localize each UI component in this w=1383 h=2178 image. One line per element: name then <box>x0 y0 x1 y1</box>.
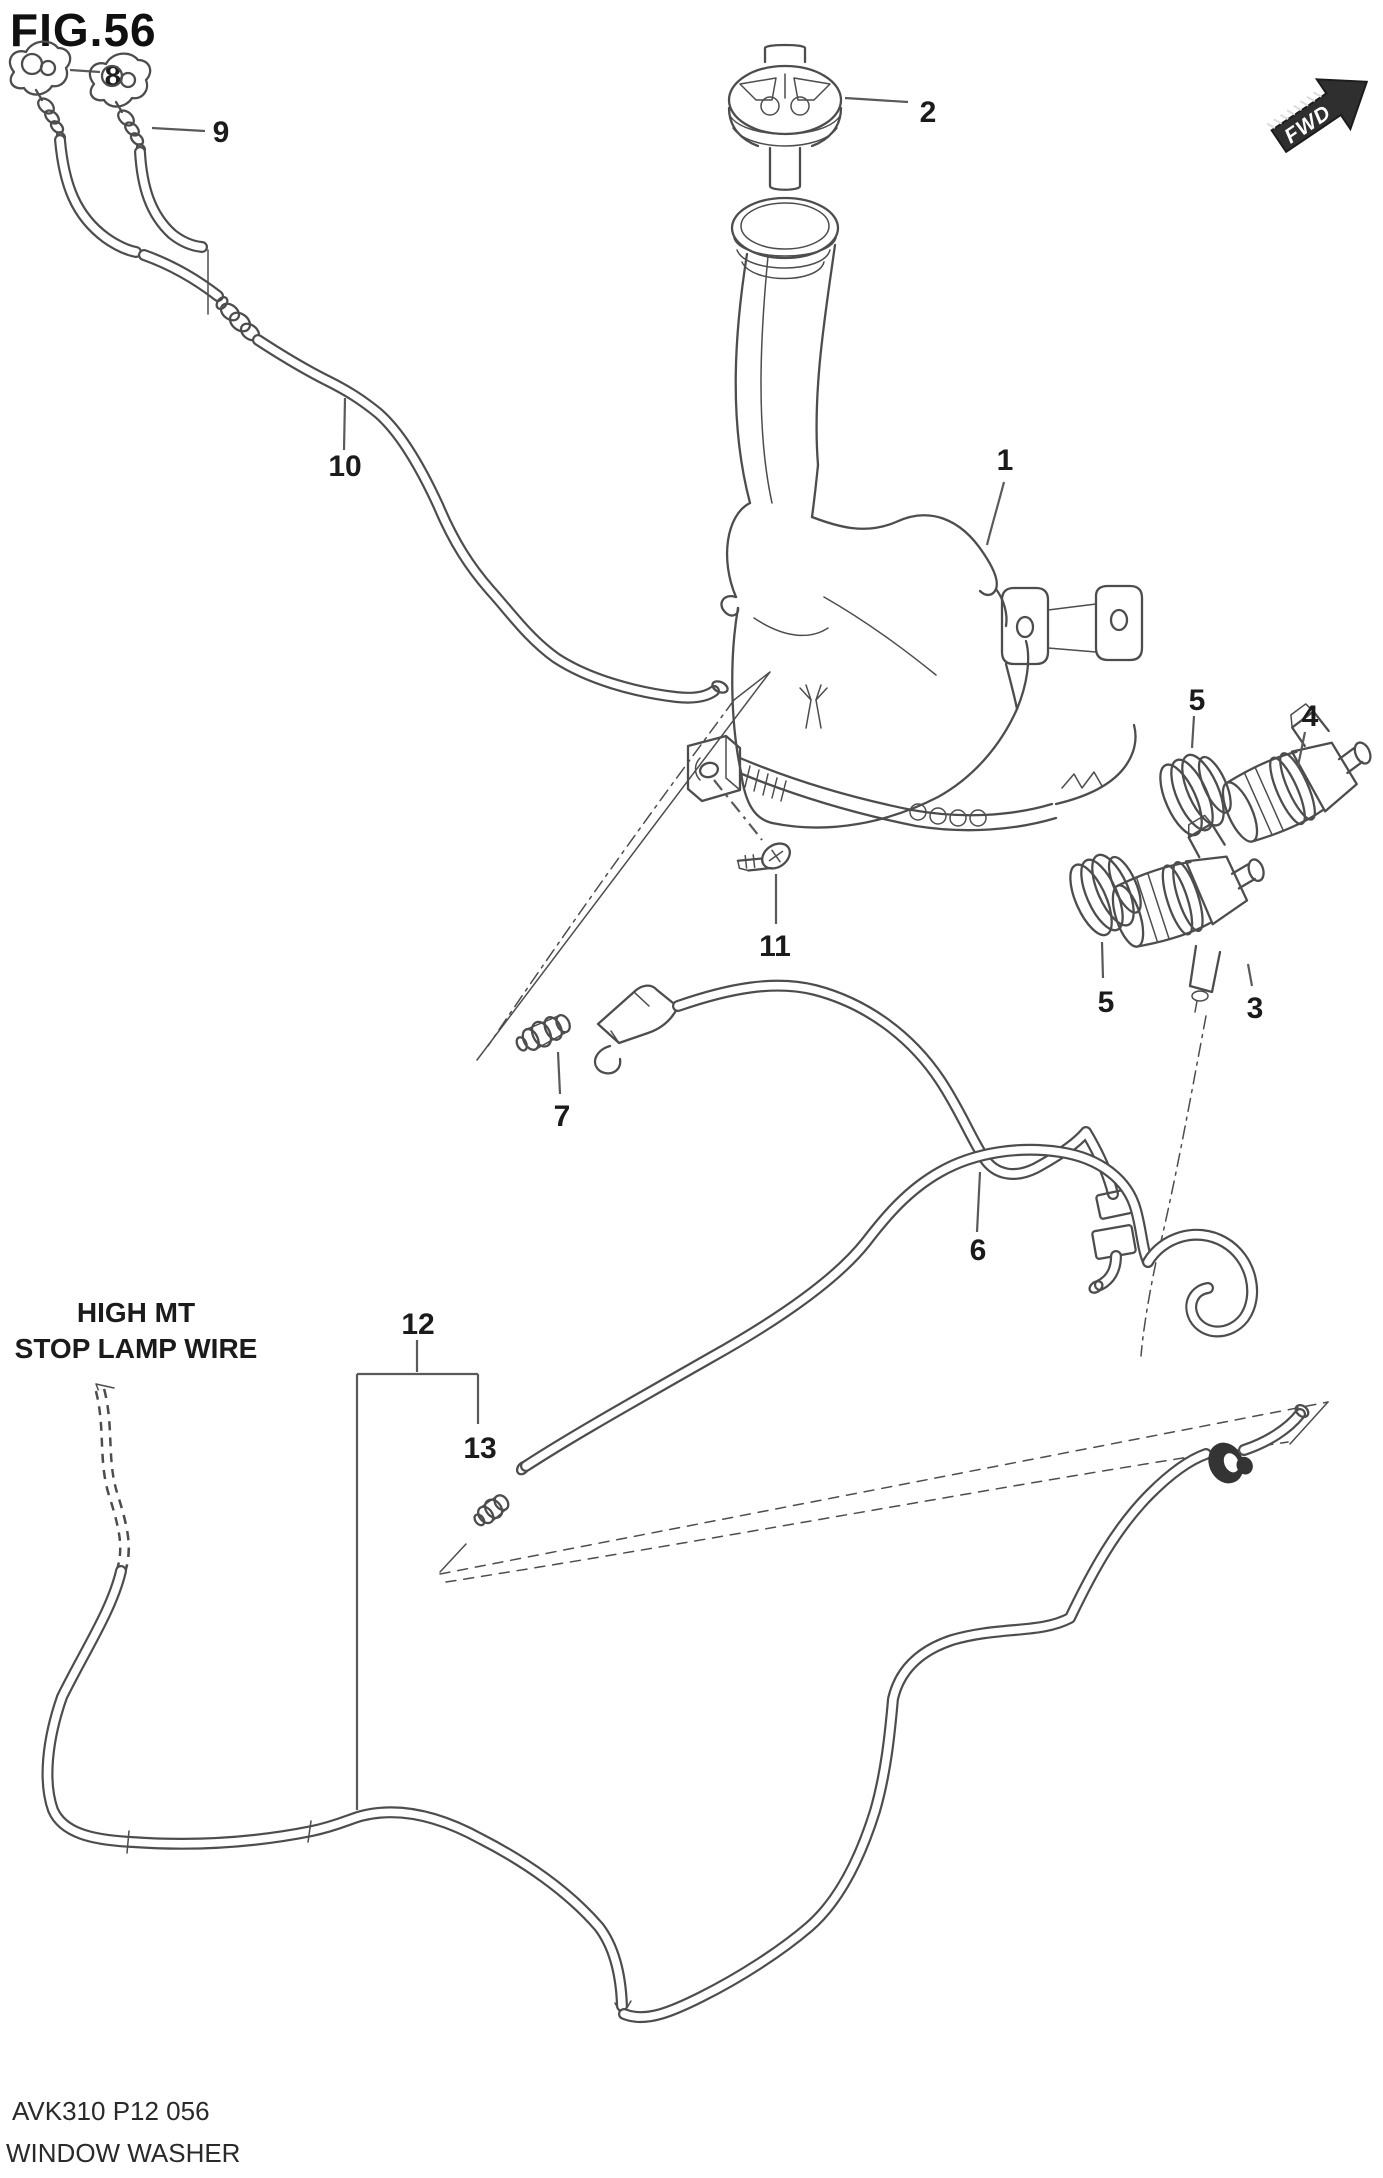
hose-joint-7 <box>515 1014 571 1095</box>
part-label-7: 7 <box>554 1100 571 1133</box>
washer-pump-3 <box>1093 802 1277 1357</box>
rear-washer-hose-loop <box>41 1403 1310 2024</box>
part-label-11: 11 <box>759 930 791 963</box>
grommet-lower <box>1060 844 1152 979</box>
washer-pump-4 <box>1198 686 1383 851</box>
part-label-1: 1 <box>997 444 1014 477</box>
fwd-direction-icon: FWD <box>1266 78 1369 154</box>
hose-clamp-13 <box>473 1494 510 1527</box>
part-label-5b: 5 <box>1098 986 1115 1019</box>
grommet-upper <box>1150 715 1242 842</box>
part-label-13: 13 <box>463 1432 496 1465</box>
part-label-5a: 5 <box>1189 684 1206 717</box>
mounting-screw <box>713 779 791 924</box>
part-label-12: 12 <box>401 1308 434 1341</box>
figure-code: AVK310 P12 056 <box>12 2096 210 2126</box>
figure-caption: WINDOW WASHER <box>6 2138 240 2168</box>
washer-hose-10 <box>215 296 729 704</box>
rear-hose-upper <box>515 1143 1259 1476</box>
washer-hose-6 <box>672 979 1137 1294</box>
part-label-10: 10 <box>328 450 361 483</box>
high-mt-text-line1: HIGH MT <box>77 1297 195 1328</box>
high-mt-text-line2: STOP LAMP WIRE <box>15 1333 258 1364</box>
washer-hose-nozzle-9 <box>134 146 209 315</box>
callout-bracket-12 <box>355 1340 480 1810</box>
tank-mounting-bracket <box>686 584 1144 832</box>
washer-symbol-icon <box>739 73 831 116</box>
figure-title: FIG.56 <box>10 4 157 56</box>
part-label-4: 4 <box>1302 700 1319 733</box>
wedge-pointer-lower <box>439 1401 1329 1583</box>
washer-nozzle-8 <box>8 40 101 143</box>
part-label-6: 6 <box>970 1234 987 1267</box>
elbow-fitting <box>593 984 680 1075</box>
washer-nozzle-9 <box>88 52 206 155</box>
part-label-3: 3 <box>1247 992 1264 1025</box>
stop-lamp-wire-note: HIGH MT STOP LAMP WIRE <box>15 1297 258 1573</box>
washer-tank <box>720 463 1050 829</box>
part-label-2: 2 <box>920 96 937 129</box>
wedge-pointer-upper <box>476 671 771 1061</box>
washer-hose-nozzle-8 <box>54 134 224 302</box>
filler-neck <box>730 196 840 505</box>
hose-body-clip <box>1208 1442 1253 1484</box>
tank-washer-symbol-icon <box>799 684 828 729</box>
part-label-9: 9 <box>213 116 230 149</box>
tank-cap <box>727 43 909 191</box>
